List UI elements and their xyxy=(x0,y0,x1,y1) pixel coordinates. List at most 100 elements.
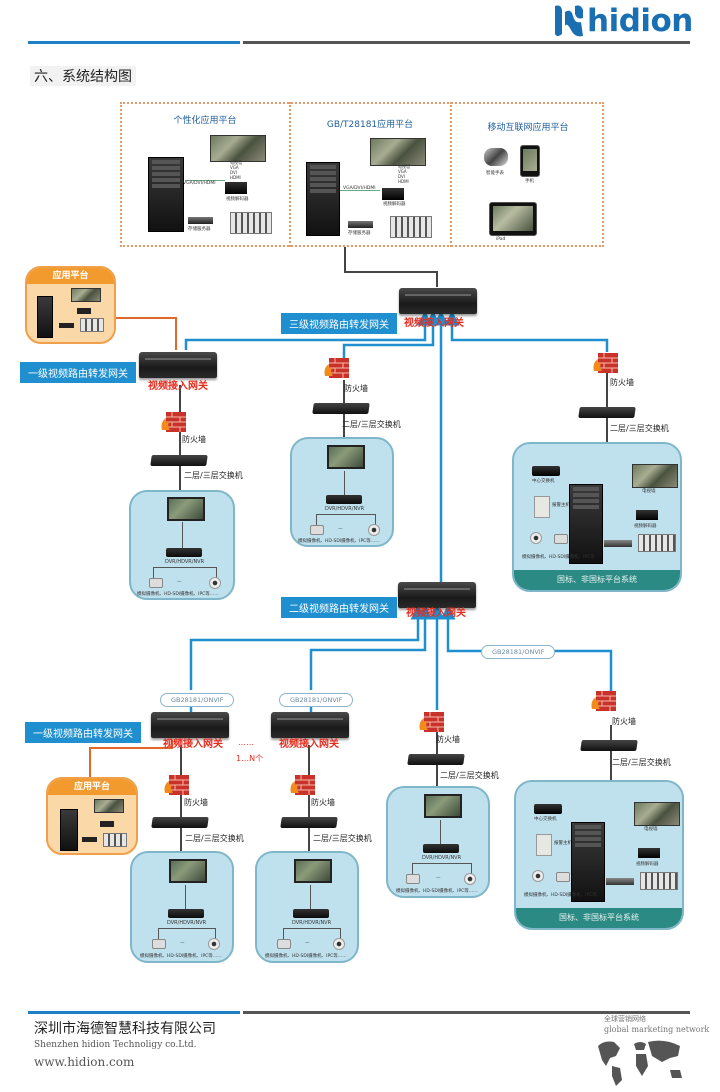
switch-device xyxy=(312,403,370,414)
firewall-icon xyxy=(590,689,616,711)
protocol-pill: GB28181/ONVIF xyxy=(279,693,354,707)
link-tier1-upper-to-tier3 xyxy=(184,310,433,350)
app-platform-upper-title: 应用平台 xyxy=(27,268,114,284)
tier3-gateway-label: 视频接入网关 xyxy=(404,318,464,329)
intl-system-upper: 中心交换机 报警主机 电视墙 视频解码器 模拟摄像机、HD-SDI摄像机、IPC… xyxy=(512,442,682,592)
tier1-lower-gateway-a-label: 视频接入网关 xyxy=(163,739,223,750)
link-app-lower xyxy=(89,740,173,788)
tier1-upper-label: 一级视频路由转发网关 xyxy=(20,362,136,383)
protocol-pill: GB28181/ONVIF xyxy=(481,645,556,659)
link-lan-mid-to-tier3 xyxy=(342,310,441,362)
firewall-label: 防火墙 xyxy=(610,378,634,387)
dome-camera-icon xyxy=(333,938,345,950)
app-platform-lower-title: 应用平台 xyxy=(48,779,136,795)
app-platform-upper: 应用平台 xyxy=(25,266,116,344)
panel-title-gbt28181: GB/T28181应用平台 xyxy=(326,120,414,130)
header-divider-blue xyxy=(28,41,240,44)
dvr-device xyxy=(168,909,204,918)
dome-camera-icon xyxy=(464,873,476,885)
switch-device xyxy=(151,817,209,828)
tier2-gateway-device xyxy=(398,582,476,608)
footer-divider-blue xyxy=(28,1011,240,1014)
lan-site-upper-middle: DVR/HDVR/NVR — 模拟摄像机、HD-SDI摄像机、IPC等…… xyxy=(290,437,394,547)
firewall-icon xyxy=(418,710,444,732)
ellipsis: …… xyxy=(238,738,254,747)
platforms-divider-2 xyxy=(450,102,452,247)
switch-device xyxy=(578,407,636,418)
alarm-host xyxy=(536,834,552,856)
switch-label: 二层/三层交换机 xyxy=(342,420,401,429)
tier1-upper-gateway-label: 视频接入网关 xyxy=(148,381,208,392)
camera-icon xyxy=(406,874,420,884)
switch-label: 二层/三层交换机 xyxy=(313,834,372,843)
link-tier1b-to-tier2 xyxy=(309,604,433,690)
camera-icon xyxy=(152,939,166,949)
monitor-icon xyxy=(294,859,332,883)
smartwatch-icon xyxy=(484,148,508,166)
decoder-intl xyxy=(636,510,658,520)
firewall-icon xyxy=(163,773,189,795)
intl-system-upper-footer: 国标、非国标平台系统 xyxy=(514,570,680,590)
firewall-label: 防火墙 xyxy=(184,798,208,807)
central-platform-rack-2 xyxy=(306,162,340,236)
count-label: 1…N个 xyxy=(236,754,264,763)
dvr-device xyxy=(326,495,362,504)
camera-icon xyxy=(554,534,568,544)
ipad-icon xyxy=(489,202,537,236)
monitor-icon xyxy=(169,859,207,883)
core-switch xyxy=(534,804,562,814)
storage-server-2 xyxy=(348,221,373,228)
firewall-label: 防火墙 xyxy=(612,717,636,726)
tier1-lower-gateway-b-device xyxy=(271,712,349,738)
link-tier1a-to-tier2 xyxy=(189,604,426,690)
vga-dvi-hdmi-2: VGA/DVI/HDMI xyxy=(343,186,376,191)
nvr-intl xyxy=(604,540,632,547)
tv-wall-2-ports: 电视墙 VGA DVI HDMI xyxy=(398,164,410,184)
lan-site-lower-b: DVR/HDVR/NVR — 模拟摄像机、HD-SDI摄像机、IPC等…… xyxy=(255,851,359,963)
switch-device xyxy=(150,455,208,466)
global-network-cn: 全球营销网络 xyxy=(604,1015,646,1023)
dvr-device xyxy=(423,844,459,853)
protocol-pill: GB28181/ONVIF xyxy=(160,693,235,707)
phone-icon xyxy=(520,145,540,177)
switch-device xyxy=(580,740,638,751)
firewall-icon xyxy=(289,773,315,795)
switch-device xyxy=(407,754,465,765)
global-network-en: global marketing network xyxy=(604,1025,710,1034)
platforms-box xyxy=(120,102,604,247)
firewall-label: 防火墙 xyxy=(436,735,460,744)
dome-camera-icon xyxy=(209,577,221,589)
panel-title-custom: 个性化应用平台 xyxy=(173,116,237,126)
camera-icon xyxy=(277,939,291,949)
tv-wall-1-ports: 电视墙 VGA DVI HDMI xyxy=(230,160,242,180)
tier2-gateway-label: 视频接入网关 xyxy=(406,608,466,619)
tier1-upper-gateway-device xyxy=(139,352,217,378)
dome-camera-icon xyxy=(368,524,380,536)
company-name-en: Shenzhen hidion Technoligy co.Ltd. xyxy=(34,1040,197,1050)
switch-label: 二层/三层交换机 xyxy=(440,771,499,780)
central-platform-rack-1 xyxy=(148,157,184,232)
lan-site-lower-a: DVR/HDVR/NVR — 模拟摄像机、HD-SDI摄像机、IPC等…… xyxy=(130,851,234,963)
dome-camera-icon xyxy=(208,938,220,950)
tier1-lower-gateway-b-label: 视频接入网关 xyxy=(279,739,339,750)
tier3-label: 三级视频路由转发网关 xyxy=(281,313,397,334)
logo-mark-icon xyxy=(553,4,585,38)
decoder-1 xyxy=(225,182,247,194)
camera-icon xyxy=(556,872,570,882)
switch-device xyxy=(280,817,338,828)
switch-label: 二层/三层交换机 xyxy=(185,834,244,843)
tier1-lower-label: 一级视频路由转发网关 xyxy=(25,722,141,743)
tier3-gateway-device xyxy=(399,288,477,314)
tier1-lower-gateway-a-device xyxy=(151,712,229,738)
monitor-icon xyxy=(424,794,462,818)
camera-icon xyxy=(149,578,163,588)
firewall-icon xyxy=(323,356,349,378)
tv-wall-intl xyxy=(632,464,678,488)
tv-wall-2 xyxy=(370,138,426,166)
dvr-device xyxy=(166,548,202,557)
link-app-upper xyxy=(113,317,177,350)
switch-label: 二层/三层交换机 xyxy=(610,424,669,433)
company-name-cn: 深圳市海德智慧科技有限公司 xyxy=(34,1021,216,1037)
website-link[interactable]: www.hidion.com xyxy=(34,1055,135,1069)
section-title: 六、系统结构图 xyxy=(30,66,136,86)
